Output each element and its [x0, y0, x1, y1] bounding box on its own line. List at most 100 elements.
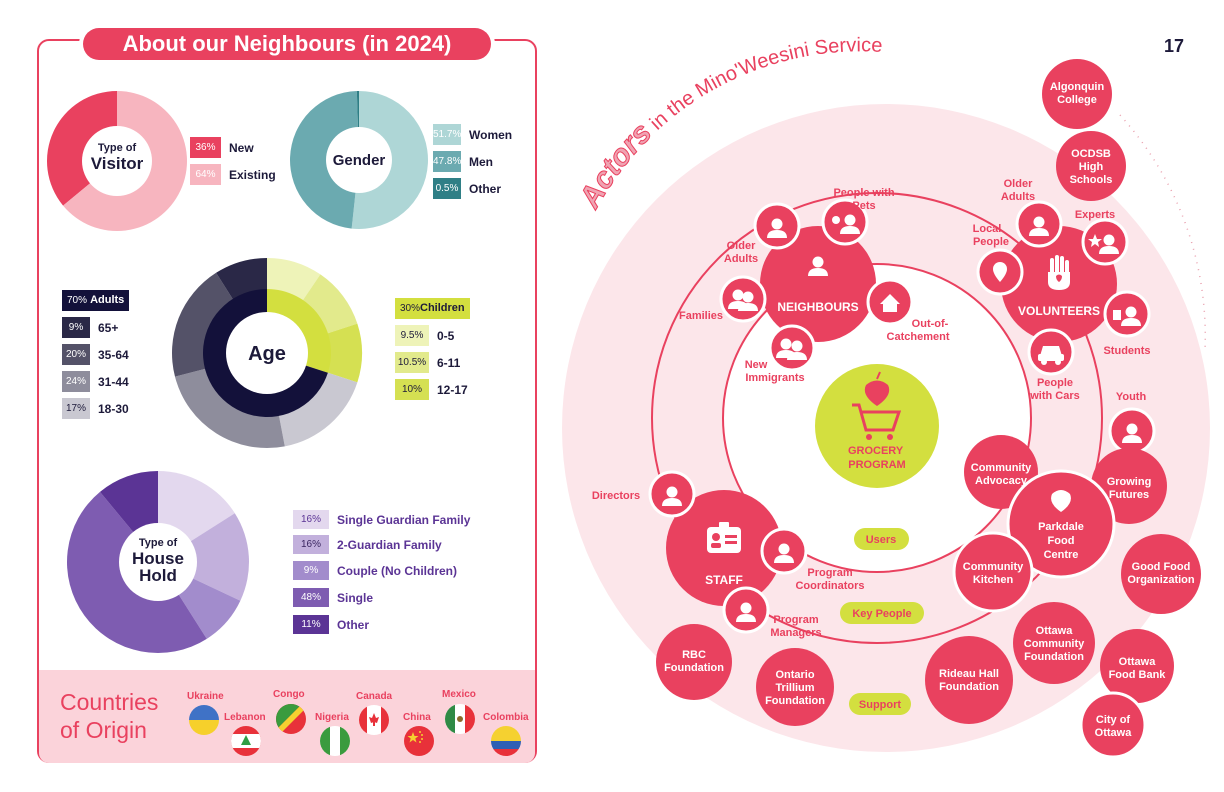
legend-value: 64% — [190, 164, 221, 185]
id-badge-icon — [707, 522, 741, 553]
infographic-title: About our Neighbours (in 2024) — [83, 28, 491, 60]
legend-value: 9% — [293, 561, 329, 580]
legend-label: Adults — [90, 294, 125, 306]
legend-value: 0.5% — [433, 178, 461, 199]
legend-value: 10.5% — [395, 352, 429, 373]
countries-title: Countries of Origin — [60, 689, 159, 743]
heart-apple-icon — [1051, 490, 1071, 512]
key-people-pill-label: Key People — [852, 608, 911, 620]
org-label-line: Ottawa — [1036, 625, 1074, 637]
legend-item: 17%18-30 — [62, 395, 129, 422]
org-label-line: Community — [963, 561, 1024, 573]
legend-value: 9.5% — [395, 325, 429, 346]
household-center-label-3: Hold — [139, 566, 177, 585]
org-label-line: Good Food — [1132, 561, 1191, 573]
legend-value: 20% — [62, 344, 90, 365]
colombia-flag-icon — [491, 726, 521, 756]
users-pill-label: Users — [866, 534, 897, 546]
legend-header-adults: 70% Adults — [62, 287, 130, 314]
legend-label: Men — [469, 154, 493, 169]
gender-slice-1 — [289, 91, 359, 229]
star-icon — [1088, 234, 1102, 247]
grocery-program-label: GROCERY PROGRAM — [848, 445, 906, 471]
grocery-program-label-1: GROCERY — [848, 445, 904, 457]
country-label-canada: Canada — [356, 691, 393, 702]
country-label-nigeria: Nigeria — [315, 712, 349, 723]
legend-item: 48%Single — [293, 584, 470, 611]
nigeria-flag-icon — [320, 726, 350, 756]
org-label-line: Ottawa — [1095, 727, 1133, 739]
legend-value: 24% — [62, 371, 90, 392]
directors-node — [648, 470, 696, 518]
older-adults-volunteer-node — [1015, 200, 1063, 248]
country-label-congo: Congo — [273, 689, 305, 700]
org-label-line: Ottawa — [1119, 656, 1157, 668]
experts-node — [1081, 218, 1129, 266]
org-label-line: Kitchen — [973, 574, 1014, 586]
gender-legend: 51.7%Women 47.8%Men 0.5%Other — [433, 121, 512, 202]
legend-label: Women — [469, 127, 513, 142]
gender-center-label: Gender — [333, 152, 386, 169]
legend-value: 16% — [293, 510, 329, 529]
legend-item: 36%New — [190, 134, 276, 161]
org-label-line: Parkdale — [1038, 521, 1084, 533]
household-donut: Type of House Hold — [66, 471, 249, 654]
org-label-line: High — [1079, 161, 1104, 173]
key-people-pill: Key People — [840, 602, 924, 624]
new-immigrants-node — [768, 324, 816, 372]
legend-item: 10.5%6-11 — [395, 349, 470, 376]
country-label-ukraine: Ukraine — [187, 691, 224, 702]
visitor-type-donut: Type of Visitor — [46, 91, 187, 231]
users-pill: Users — [854, 528, 909, 550]
org-label-line: Rideau Hall — [939, 668, 999, 680]
families-node — [719, 275, 767, 323]
legend-label: New — [229, 140, 254, 155]
legend-item: 16% Single Guardian Family — [293, 507, 470, 532]
visitor-legend: 36%New 64%Existing — [190, 134, 276, 188]
pets-node — [821, 198, 869, 246]
legend-item: 9.5%0-5 — [395, 322, 470, 349]
legend-label: 18-30 — [98, 401, 129, 416]
legend-item: 9%65+ — [62, 314, 129, 341]
legend-item: 20%35-64 — [62, 341, 129, 368]
org-label-line: Organization — [1127, 574, 1195, 586]
people-with-cars-node — [1027, 328, 1075, 376]
label-families: Families — [679, 310, 723, 322]
countries-of-origin: Countries of Origin Ukraine Lebanon Cong… — [39, 670, 535, 763]
age-outer-slice-5 — [172, 272, 235, 377]
students-node — [1103, 290, 1151, 338]
legend-label: 12-17 — [437, 382, 468, 397]
lebanon-flag-icon — [231, 726, 261, 756]
congo-flag-icon — [276, 704, 306, 734]
legend-label: 31-44 — [98, 374, 129, 389]
location-pin-icon — [993, 262, 1007, 282]
org-label-line: Advocacy — [975, 475, 1028, 487]
grocery-cart-apple-icon — [852, 371, 902, 440]
legend-label: Other — [337, 617, 370, 632]
legend-label: Single Guardian Family — [337, 512, 471, 527]
volunteers-label: VOLUNTEERS — [1018, 304, 1100, 318]
legend-value: 11% — [293, 615, 329, 634]
household-center-label-1: Type of — [139, 537, 178, 549]
neighbours-panel: Type of Visitor 36%New 64%Existing Gende… — [37, 39, 537, 763]
legend-item: 9%Couple (No Children) — [293, 557, 470, 584]
label-experts: Experts — [1075, 209, 1115, 221]
org-label-line: RBC — [682, 649, 706, 661]
org-label-line: City of — [1096, 714, 1131, 726]
mexico-flag-icon — [445, 704, 475, 734]
org-label-line: Foundation — [1024, 651, 1084, 663]
legend-item: 24% 31-44 — [62, 368, 129, 395]
grocery-program-label-2: PROGRAM — [848, 459, 905, 471]
